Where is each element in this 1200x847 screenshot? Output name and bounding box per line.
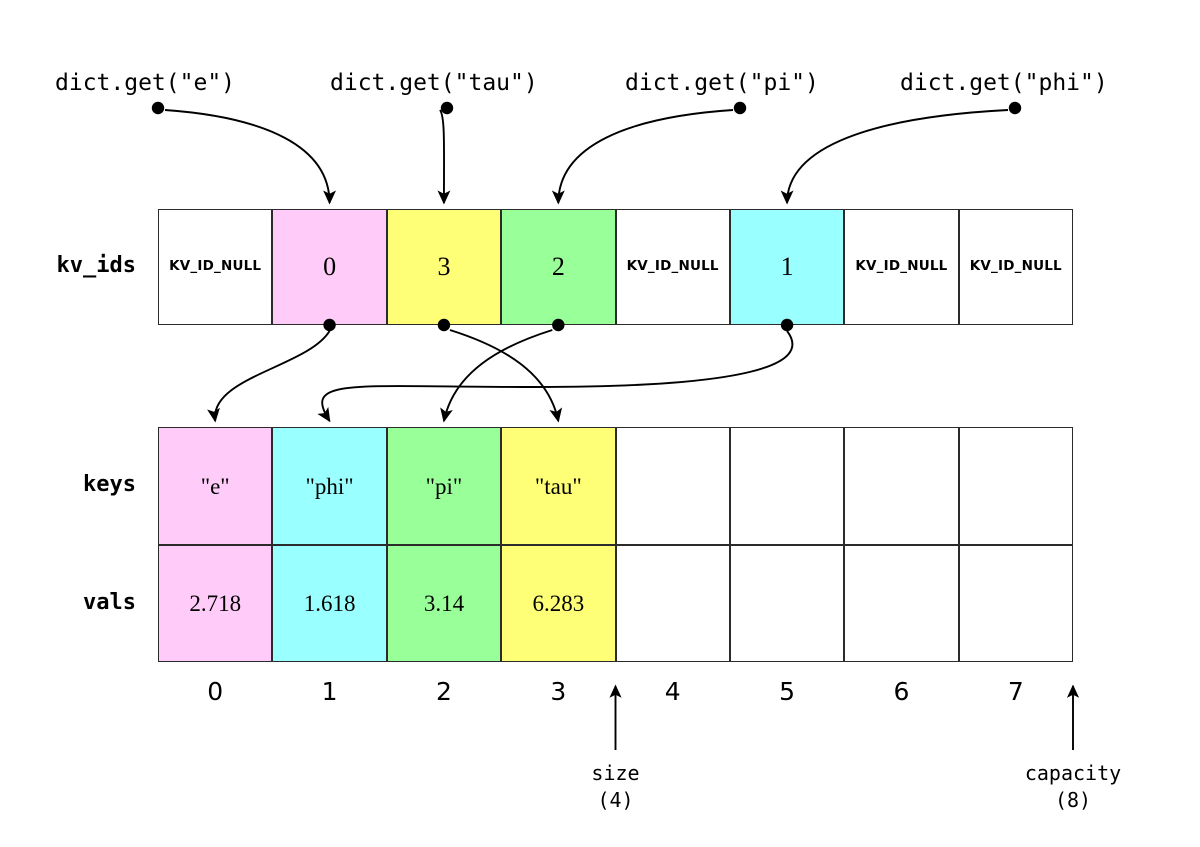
vals-cell-4[interactable] — [615, 545, 730, 662]
call-label-get-phi: dict.get("phi") — [900, 70, 1108, 96]
vals-cell-2-text: 3.14 — [423, 591, 465, 616]
kv-ids-cell-5-text: 1 — [780, 252, 794, 281]
index-label-6: 6 — [893, 677, 910, 706]
vals-cell-2[interactable]: 3.14 — [386, 545, 502, 662]
vals-cell-0[interactable]: 2.718 — [158, 545, 273, 662]
kv-ids-cell-0[interactable]: KV_ID_NULL — [158, 209, 273, 325]
keys-cell-1-text: "phi" — [305, 473, 354, 499]
vals-cell-7[interactable] — [958, 545, 1073, 662]
kv-ids-cell-6-text: KV_ID_NULL — [855, 258, 948, 275]
call-dot-1 — [440, 101, 454, 115]
kv-ids-cell-6[interactable]: KV_ID_NULL — [844, 209, 959, 325]
vals-cell-0-text: 2.718 — [189, 591, 242, 616]
keys-cell-0[interactable]: "e" — [158, 427, 273, 545]
keys-cell-5[interactable] — [729, 427, 845, 545]
link-kvids3-to-keys2 — [440, 329, 553, 423]
keys-cell-7[interactable] — [958, 427, 1073, 545]
call-dot-2 — [733, 101, 747, 115]
row-label-keys: keys — [83, 472, 136, 497]
keys-cell-3[interactable]: "tau" — [501, 427, 616, 545]
call-arrow-2 — [551, 109, 734, 205]
kv-ids-cell-5[interactable]: 1 — [729, 209, 845, 325]
link-kvids5-to-keys1 — [317, 330, 794, 423]
annotation-capacity: capacity (8) — [978, 760, 1168, 814]
keys-cell-2-text: "pi" — [425, 473, 463, 499]
keys-cell-4[interactable] — [615, 427, 730, 545]
vals-cell-5[interactable] — [729, 545, 845, 662]
index-label-5: 5 — [779, 677, 796, 706]
vals-cell-6[interactable] — [844, 545, 959, 662]
call-label-get-pi: dict.get("pi") — [625, 70, 819, 96]
vals-cell-3[interactable]: 6.283 — [501, 545, 616, 662]
index-label-3: 3 — [550, 677, 567, 706]
annotation-size-label: size — [591, 761, 640, 785]
link-kvids2-to-keys3 — [449, 329, 563, 423]
call-label-get-e: dict.get("e") — [55, 70, 236, 96]
annotation-size: size (4) — [526, 760, 706, 814]
keys-cell-6[interactable] — [844, 427, 959, 545]
kv-ids-cell-1-text: 0 — [323, 252, 337, 281]
call-dot-3 — [1008, 101, 1022, 115]
vals-cell-3-text: 6.283 — [532, 591, 585, 616]
keys-cell-0-text: "e" — [200, 473, 230, 499]
call-label-get-tau: dict.get("tau") — [330, 70, 538, 96]
call-arrow-0 — [164, 109, 337, 205]
index-label-1: 1 — [321, 677, 338, 706]
kv-ids-cell-2-text: 3 — [437, 252, 451, 281]
kv-ids-cell-4[interactable]: KV_ID_NULL — [615, 209, 730, 325]
kv-ids-cell-2[interactable]: 3 — [386, 209, 502, 325]
kv-ids-cell-0-text: KV_ID_NULL — [169, 258, 262, 275]
vals-cell-1-text: 1.618 — [303, 591, 356, 616]
index-label-0: 0 — [207, 677, 224, 706]
row-label-kv-ids: kv_ids — [56, 253, 136, 278]
kv-ids-cell-7[interactable]: KV_ID_NULL — [958, 209, 1073, 325]
annotation-capacity-label: capacity — [1024, 761, 1122, 785]
keys-cell-2[interactable]: "pi" — [386, 427, 502, 545]
vals-cell-1[interactable]: 1.618 — [272, 545, 387, 662]
index-label-7: 7 — [1007, 677, 1024, 706]
kv-ids-cell-1[interactable]: 0 — [272, 209, 387, 325]
keys-cell-1[interactable]: "phi" — [272, 427, 387, 545]
index-label-2: 2 — [435, 677, 452, 706]
call-arrow-1 — [437, 109, 451, 205]
kv-ids-cell-4-text: KV_ID_NULL — [626, 258, 719, 275]
call-dot-0 — [151, 101, 165, 115]
annotation-size-value: (4) — [597, 788, 634, 812]
row-label-vals: vals — [83, 589, 136, 615]
kv-ids-cell-3[interactable]: 2 — [501, 209, 616, 325]
index-label-4: 4 — [664, 677, 681, 706]
link-kvids1-to-keys0 — [207, 330, 331, 423]
kv-ids-cell-3-text: 2 — [551, 252, 565, 281]
call-arrow-3 — [780, 109, 1009, 205]
annotation-capacity-value: (8) — [1054, 788, 1092, 812]
keys-cell-3-text: "tau" — [534, 473, 582, 499]
kv-ids-cell-7-text: KV_ID_NULL — [969, 258, 1062, 275]
